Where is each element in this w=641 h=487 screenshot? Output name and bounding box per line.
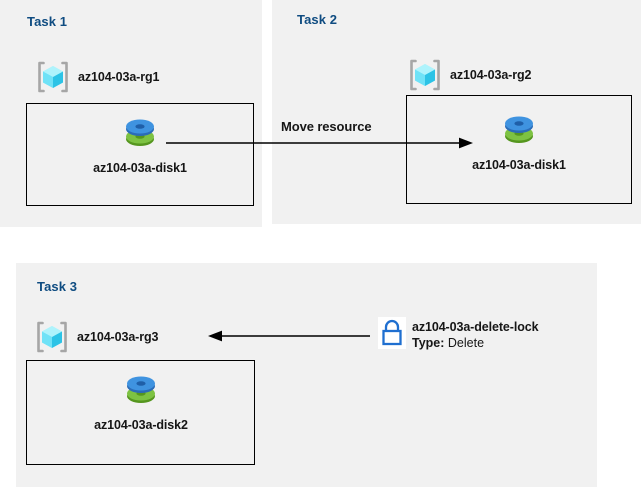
task3-resource-group-label: az104-03a-rg3 [77, 330, 159, 344]
task1-resource-label: az104-03a-disk1 [93, 161, 187, 175]
resource-group-icon [406, 56, 444, 94]
panel-task1 [0, 0, 262, 227]
task1-resource: az104-03a-disk1 [77, 113, 203, 175]
task3-resource: az104-03a-disk2 [78, 370, 204, 432]
task2-resource-box [406, 95, 632, 204]
panel-task3-title: Task 3 [37, 279, 78, 294]
task2-resource-label: az104-03a-disk1 [472, 158, 566, 172]
managed-disk-icon [122, 370, 160, 412]
task2-resource-group-label: az104-03a-rg2 [450, 68, 532, 82]
panel-task3 [16, 263, 597, 487]
task1-resource-group: az104-03a-rg1 [34, 58, 159, 96]
lock-scope-arrow [208, 330, 370, 342]
move-resource-label: Move resource [281, 119, 372, 134]
task2-resource-group: az104-03a-rg2 [406, 56, 531, 94]
task1-resource-group-label: az104-03a-rg1 [78, 70, 160, 84]
task3-resource-label: az104-03a-disk2 [94, 418, 188, 432]
resource-group-icon [34, 58, 72, 96]
task3-resource-group: az104-03a-rg3 [33, 318, 158, 356]
managed-disk-icon [500, 110, 538, 152]
panel-task2-title: Task 2 [297, 12, 338, 27]
task1-resource-box [26, 103, 254, 206]
task2-resource: az104-03a-disk1 [456, 110, 582, 172]
lock-type-value: Delete [447, 335, 485, 350]
move-resource-arrow [166, 137, 473, 149]
panel-task2 [272, 0, 641, 224]
task3-resource-box [26, 360, 255, 465]
resource-group-icon [33, 318, 71, 356]
panel-task1-title: Task 1 [27, 14, 68, 29]
lock-type: Type: Delete [412, 336, 538, 352]
managed-disk-icon [121, 113, 159, 155]
delete-lock: az104-03a-delete-lock Type: Delete [378, 317, 539, 352]
lock-type-label: Type: [412, 335, 445, 350]
lock-icon [378, 317, 406, 349]
lock-name: az104-03a-delete-lock [412, 320, 539, 334]
